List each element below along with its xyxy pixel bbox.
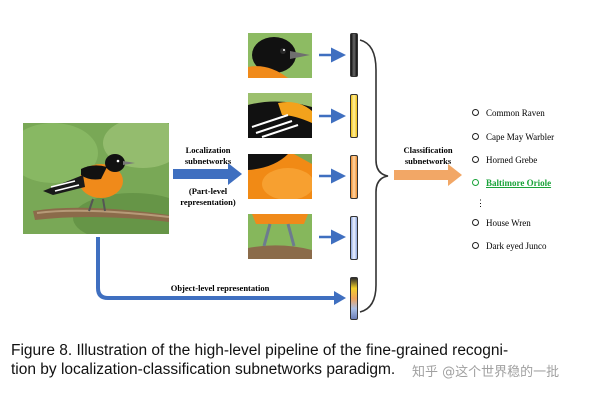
class-item: House Wren: [472, 217, 531, 229]
part-image-breast: [248, 154, 312, 199]
part-level-label: (Part-level representation): [180, 186, 236, 207]
localization-label: Localization subnetworks: [184, 145, 232, 166]
part-image-legs: [248, 214, 312, 259]
bullet-icon: [472, 242, 479, 250]
class-item: Horned Grebe: [472, 154, 537, 166]
bullet-icon: [472, 179, 479, 187]
bullet-icon: [472, 133, 479, 141]
pipeline-arrows: [96, 39, 462, 313]
main-bird-image: [23, 123, 169, 234]
bullet-icon: [472, 219, 479, 227]
class-item: Common Raven: [472, 107, 545, 119]
part-image-head: [248, 33, 312, 78]
class-item: Cape May Warbler: [472, 131, 554, 143]
feature-bracket: [359, 39, 389, 313]
class-item: Dark eyed Junco: [472, 240, 546, 252]
class-item-highlighted: Baltimore Oriole: [472, 177, 551, 189]
classification-label: Classification subnetworks: [403, 145, 453, 166]
watermark: 知乎 @这个世界稳的一批: [412, 365, 560, 380]
feature-bar-legs: [350, 216, 358, 260]
classification-arrow: [394, 164, 462, 186]
caption-line-2: tion by localization-classification subn…: [11, 361, 396, 378]
part-image-wing: [248, 93, 312, 138]
figure-caption: Figure 8. Illustration of the high-level…: [11, 341, 596, 379]
feature-bar-object: [350, 277, 358, 320]
class-ellipsis: ⋮: [476, 198, 485, 208]
localization-arrow: [173, 163, 242, 185]
feature-bar-wing: [350, 94, 358, 138]
object-level-label: Object-level representation: [170, 283, 270, 293]
feature-bar-breast: [350, 155, 358, 199]
caption-line-1: Figure 8. Illustration of the high-level…: [11, 342, 509, 359]
bullet-icon: [472, 156, 479, 164]
bullet-icon: [472, 109, 479, 117]
feature-bar-head: [350, 33, 358, 77]
object-level-arrow: [96, 237, 336, 300]
